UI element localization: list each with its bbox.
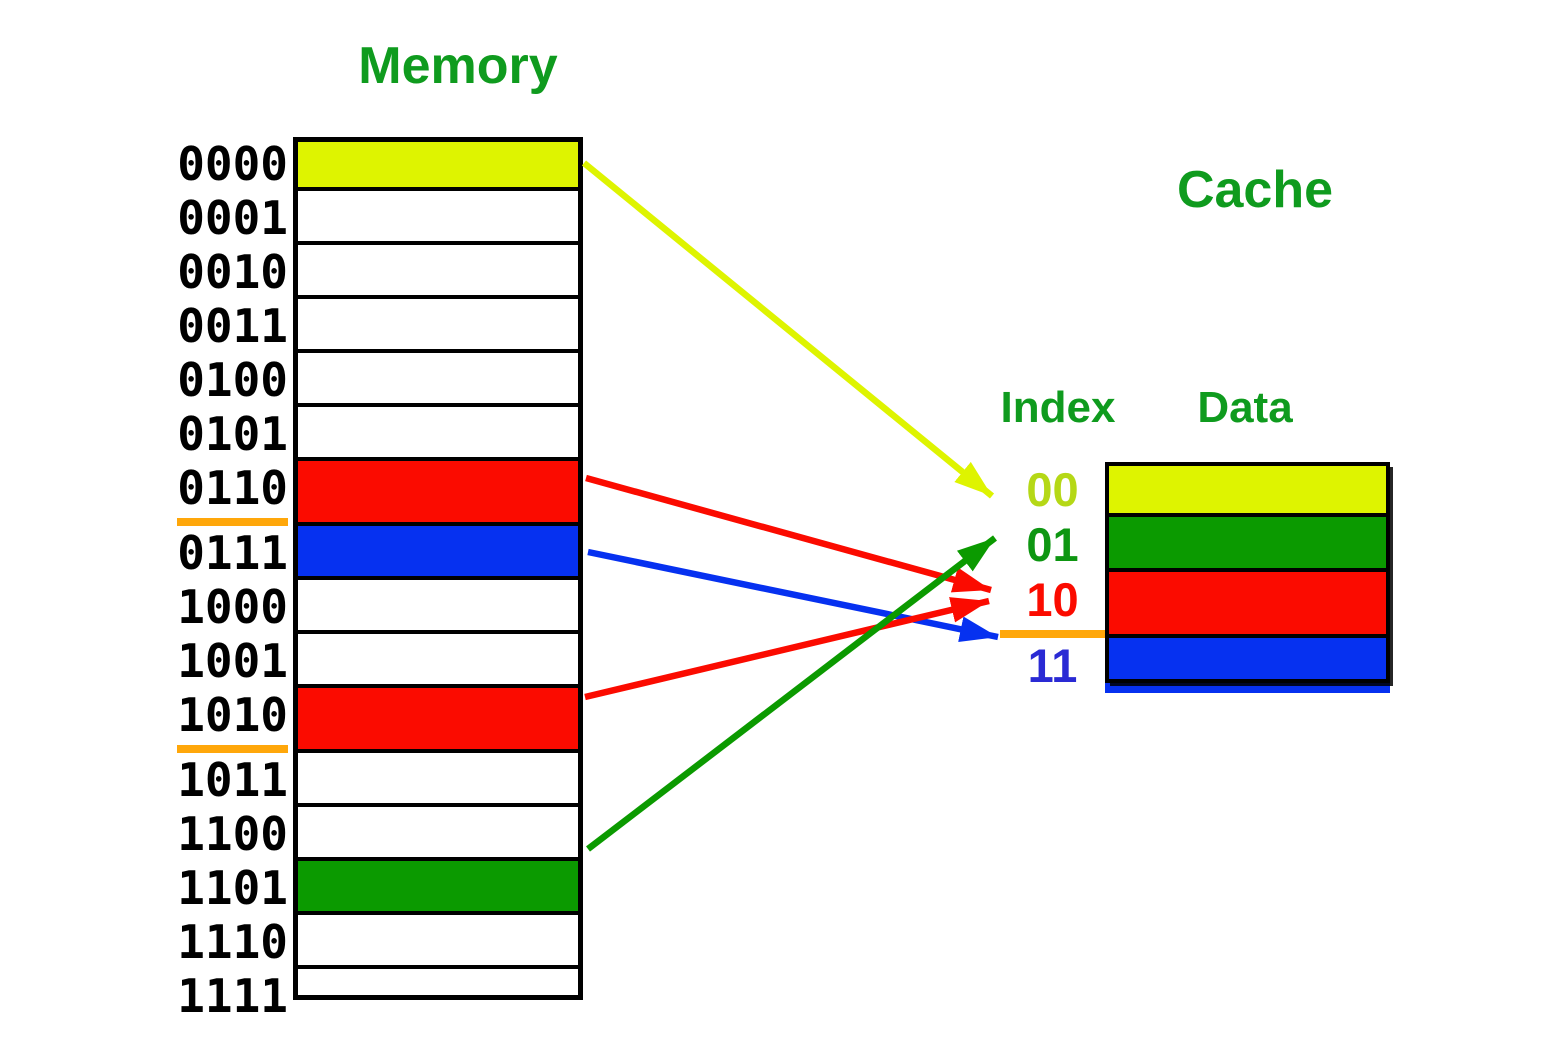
memory-cell [293, 807, 583, 861]
memory-cell [293, 915, 583, 969]
cache-row: 00 [1000, 462, 1390, 517]
memory-row: 1101 [177, 861, 583, 915]
memory-address-label: 1010 [177, 688, 293, 753]
cache-index-header: Index [1000, 383, 1116, 432]
memory-cell [293, 580, 583, 634]
memory-address-text: 1101 [177, 861, 288, 915]
memory-address-text-underlined: 1010 [177, 688, 288, 753]
cache-index-text-underlined: 10 [1000, 572, 1105, 638]
memory-cell [293, 634, 583, 688]
cache-row: 10 [1000, 572, 1390, 638]
memory-row: 0100 [177, 353, 583, 407]
memory-address-label: 0101 [177, 407, 293, 461]
cache-index-text: 01 [1026, 518, 1079, 571]
memory-row: 0110 [177, 461, 583, 526]
memory-address-text-underlined: 0110 [177, 461, 288, 526]
memory-row: 1011 [177, 753, 583, 807]
cache-title: Cache [1176, 161, 1334, 219]
memory-address-text: 0010 [177, 245, 288, 299]
cache-index-label: 11 [1000, 638, 1105, 693]
memory-address-label: 0010 [177, 245, 293, 299]
memory-address-text: 0000 [177, 137, 288, 191]
memory-cell [293, 969, 583, 1023]
memory-cell [293, 526, 583, 580]
cache-index-label: 01 [1000, 517, 1105, 572]
cache-data-cell [1105, 517, 1390, 572]
memory-row: 1010 [177, 688, 583, 753]
memory-cell [293, 245, 583, 299]
memory-address-text: 0111 [177, 526, 288, 580]
cache-row: 01 [1000, 517, 1390, 572]
memory-address-label: 1000 [177, 580, 293, 634]
memory-cell [293, 407, 583, 461]
cache-data-cell [1105, 462, 1390, 517]
memory-address-text: 0001 [177, 191, 288, 245]
cache-data-cell [1105, 572, 1390, 638]
cache-row: 11 [1000, 638, 1390, 693]
memory-address-label: 1001 [177, 634, 293, 688]
memory-cell [293, 299, 583, 353]
memory-row: 1100 [177, 807, 583, 861]
memory-row: 1111 [177, 969, 583, 1023]
memory-address-text: 1000 [177, 580, 288, 634]
memory-address-text: 1110 [177, 915, 288, 969]
memory-address-text: 0101 [177, 407, 288, 461]
memory-address-label: 0111 [177, 526, 293, 580]
cache-index-label: 10 [1000, 572, 1105, 638]
memory-address-text: 1011 [177, 753, 288, 807]
memory-cell [293, 753, 583, 807]
arrow-mem-0111-to-index-11 [587, 548, 999, 643]
memory-address-text: 1001 [177, 634, 288, 688]
arrow-mem-0000-to-index-00 [581, 160, 995, 499]
memory-address-label: 0000 [177, 137, 293, 191]
memory-address-label: 0110 [177, 461, 293, 526]
arrow-mem-1010-to-index-10 [584, 597, 990, 701]
memory-cell [293, 191, 583, 245]
cache-index-text: 00 [1026, 463, 1079, 516]
memory-address-label: 1011 [177, 753, 293, 807]
cache-data-cell [1105, 638, 1390, 693]
memory-row: 0001 [177, 191, 583, 245]
memory-address-text: 1111 [177, 969, 288, 1023]
memory-row: 0010 [177, 245, 583, 299]
arrow-mem-0110-to-index-10 [585, 474, 992, 594]
memory-address-label: 1101 [177, 861, 293, 915]
memory-row: 0111 [177, 526, 583, 580]
arrow-mem-1101-to-index-01 [586, 535, 997, 852]
memory-row: 1000 [177, 580, 583, 634]
cache-index-label: 00 [1000, 462, 1105, 517]
memory-address-label: 1100 [177, 807, 293, 861]
memory-cell [293, 461, 583, 526]
memory-row: 0101 [177, 407, 583, 461]
memory-address-text: 0011 [177, 299, 288, 353]
memory-row: 0000 [177, 137, 583, 191]
memory-row: 1001 [177, 634, 583, 688]
memory-address-label: 0001 [177, 191, 293, 245]
memory-address-label: 1110 [177, 915, 293, 969]
memory-address-text: 0100 [177, 353, 288, 407]
memory-address-label: 0011 [177, 299, 293, 353]
memory-row: 1110 [177, 915, 583, 969]
cache-index-text: 11 [1027, 639, 1078, 692]
memory-cell [293, 688, 583, 753]
memory-address-label: 1111 [177, 969, 293, 1023]
memory-address-text: 1100 [177, 807, 288, 861]
memory-cell [293, 137, 583, 191]
memory-cell [293, 353, 583, 407]
memory-address-label: 0100 [177, 353, 293, 407]
memory-title: Memory [358, 37, 558, 95]
cache-data-header: Data [1197, 383, 1293, 432]
memory-cell [293, 861, 583, 915]
memory-row: 0011 [177, 299, 583, 353]
